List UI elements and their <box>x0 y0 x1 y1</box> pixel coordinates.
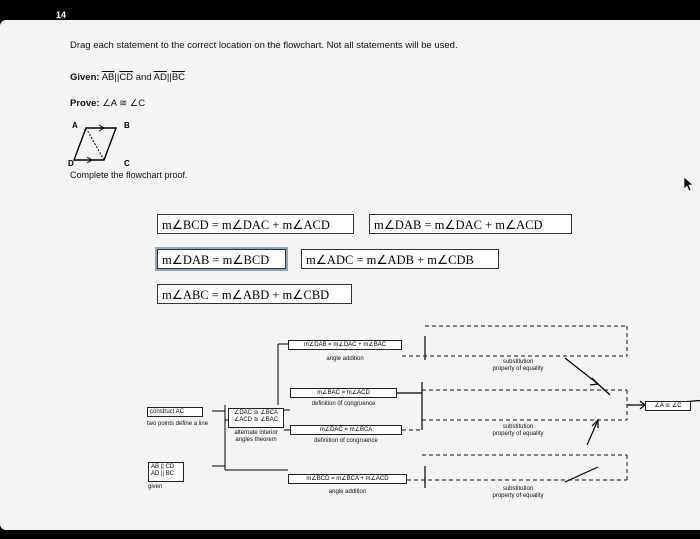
congruence-bac-reason: definition of congruence <box>311 401 376 407</box>
vertex-d-label: D <box>68 159 74 168</box>
alt-reason-line-1: alternate interior <box>234 430 278 436</box>
sub-mid-line-2: property of equality <box>492 431 544 437</box>
vertex-a-label: A <box>72 121 78 130</box>
segment-cd: CD <box>119 72 134 83</box>
prove-label: Prove: <box>70 98 100 109</box>
angle-addition-bcd-reason: angle addition <box>328 489 367 495</box>
instruction-text: Drag each statement to the correct locat… <box>70 40 458 51</box>
congruence-bac-box: m∠BAC = m∠ACD <box>290 388 397 398</box>
segment-bc: BC <box>171 72 186 83</box>
statement-tile-dab-sum[interactable]: m∠DAB = m∠DAC + m∠ACD <box>369 214 572 234</box>
alt-interior-box: ∠DAC ≅ ∠BCA ∠ACD ≅ ∠BAC <box>228 408 284 428</box>
vertex-c-label: C <box>124 159 130 168</box>
substitution-reason-mid: substitution property of equality <box>478 424 558 438</box>
substitution-reason-top: substitution property of equality <box>478 359 558 373</box>
mouse-cursor-icon <box>683 176 694 192</box>
angle-addition-dab-box: m∠DAB = m∠DAC + m∠BAC <box>288 340 402 350</box>
congruence-dac-reason: definition of congruence <box>314 438 378 444</box>
statement-tile-abc[interactable]: m∠ABC = m∠ABD + m∠CBD <box>157 284 352 304</box>
sub-mid-line-1: substitution <box>502 424 534 430</box>
given-line-1: AB || CD <box>151 464 175 470</box>
alt-line-1: ∠DAC ≅ ∠BCA <box>233 410 279 416</box>
sub-top-line-1: substitution <box>502 359 534 365</box>
construct-ac-box: construct AC <box>147 407 203 417</box>
statement-tile-bcd[interactable]: m∠BCD = m∠DAC + m∠ACD <box>157 214 354 234</box>
prove-statement: Prove: ∠A ≅ ∠C <box>70 98 145 109</box>
alt-reason-line-2: angles theorem <box>235 437 277 443</box>
segment-ab: AB <box>101 72 115 83</box>
sub-top-line-2: property of equality <box>492 366 544 372</box>
parallel-symbol: || <box>166 72 172 83</box>
given-reason: given <box>148 484 163 490</box>
construct-ac-reason: two points define a line <box>147 421 209 427</box>
vertex-b-label: B <box>124 121 130 130</box>
congruence-dac-box: m∠DAC = m∠BCA <box>290 425 402 435</box>
complete-instruction: Complete the flowchart proof. <box>70 170 188 180</box>
given-conjunction: and <box>135 72 152 83</box>
sub-bottom-line-1: substitution <box>502 486 534 492</box>
statement-tile-dab-equals-bcd[interactable]: m∠DAB = m∠BCD <box>155 247 288 271</box>
sub-bottom-line-2: property of equality <box>492 493 544 499</box>
question-panel <box>0 20 700 530</box>
statement-tile-adc[interactable]: m∠ADC = m∠ADB + m∠CDB <box>301 249 499 269</box>
final-conclusion-box: ∠A ≅ ∠C <box>645 401 691 411</box>
alt-line-2: ∠ACD ≅ ∠BAC <box>233 417 279 423</box>
parallelogram-figure: A B C D <box>68 121 130 168</box>
given-label: Given: <box>70 72 100 83</box>
prove-text: ∠A ≅ ∠C <box>102 98 146 109</box>
angle-addition-dab-reason: angle addition <box>326 356 364 362</box>
alt-interior-reason: alternate interior angles theorem <box>223 430 289 444</box>
parallel-symbol: || <box>114 72 120 83</box>
substitution-reason-bottom: substitution property of equality <box>478 486 558 500</box>
question-number: 14 <box>56 10 67 20</box>
given-line-2: AD || BC <box>151 471 175 477</box>
angle-addition-bcd-box: m∠BCD = m∠BCA + m∠ACD <box>288 474 407 484</box>
segment-ad: AD <box>153 72 167 83</box>
given-statement: Given: AB||CD and AD||BC <box>70 72 185 83</box>
given-box: AB || CD AD || BC <box>148 462 184 482</box>
